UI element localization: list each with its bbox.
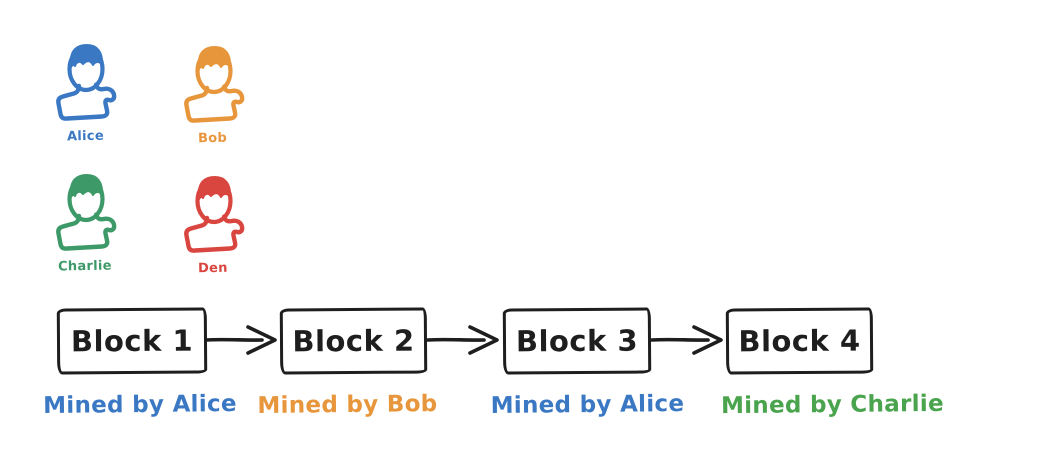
- person-icon: [52, 41, 118, 125]
- right-arrow-icon: [425, 323, 505, 357]
- user-name-label: Alice: [66, 128, 104, 145]
- block-2: Block 2: [279, 307, 428, 375]
- block-label: Block 4: [738, 323, 861, 359]
- user-figure-charlie: Charlie: [46, 171, 124, 274]
- user-name-label: Charlie: [57, 258, 113, 275]
- right-arrow-icon: [649, 323, 729, 357]
- miner-label-block-2: Mined by Bob: [257, 391, 438, 419]
- miner-label-block-1: Mined by Alice: [42, 390, 237, 420]
- person-icon: [180, 43, 246, 127]
- user-figure-alice: Alice: [46, 41, 124, 144]
- block-3: Block 3: [502, 307, 652, 375]
- miner-label-block-4: Mined by Charlie: [720, 390, 945, 420]
- block-1: Block 1: [56, 307, 208, 375]
- user-name-label: Den: [197, 260, 229, 277]
- user-figure-bob: Bob: [174, 43, 252, 146]
- block-label: Block 2: [292, 323, 415, 359]
- block-4: Block 4: [725, 307, 874, 375]
- block-label: Block 1: [70, 323, 194, 359]
- user-name-label: Bob: [198, 130, 228, 147]
- miner-label-block-3: Mined by Alice: [490, 390, 685, 420]
- user-figure-den: Den: [174, 173, 252, 276]
- right-arrow-icon: [203, 323, 283, 357]
- block-label: Block 3: [515, 323, 639, 359]
- person-icon: [52, 171, 118, 255]
- person-icon: [180, 173, 246, 257]
